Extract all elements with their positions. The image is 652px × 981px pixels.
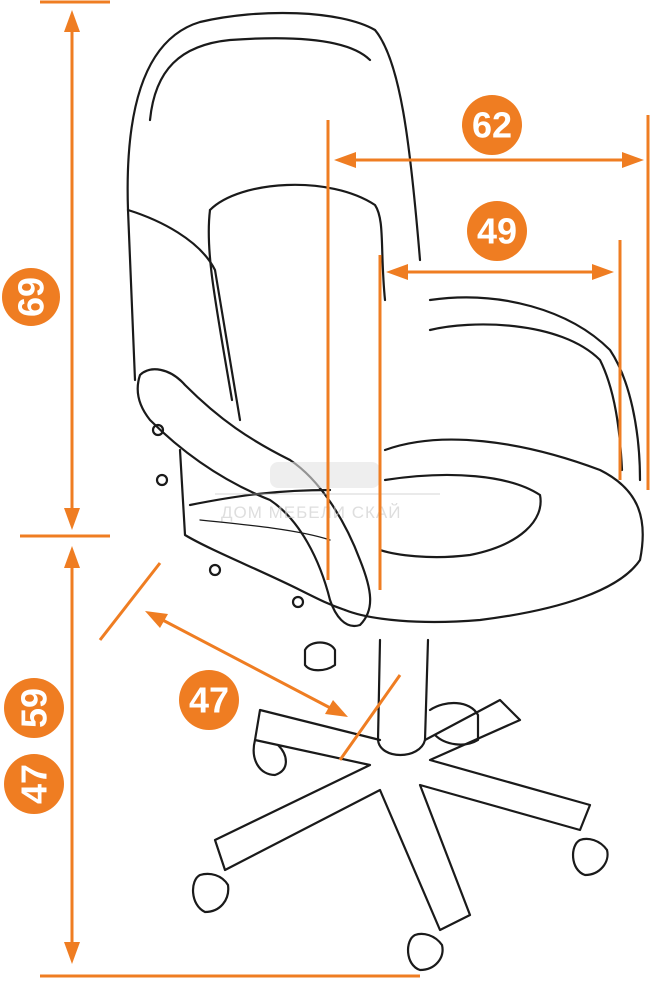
dimension-label-overall-width: 62	[462, 95, 522, 155]
dimension-label-seat-height-max: 59	[4, 678, 64, 738]
svg-text:49: 49	[477, 211, 517, 252]
dimension-label-seat-width: 49	[467, 201, 527, 261]
dimension-label-seat-depth: 47	[179, 670, 239, 730]
svg-text:47: 47	[14, 764, 55, 804]
watermark-text: ДОМ МЕБЕЛИ СКАЙ	[221, 503, 401, 522]
watermark-logo: ДОМ МЕБЕЛИ СКАЙ	[215, 462, 440, 522]
svg-text:47: 47	[189, 680, 229, 721]
dimension-lines	[20, 0, 650, 978]
dimension-label-back-height: 69	[2, 268, 60, 326]
svg-text:69: 69	[11, 277, 52, 317]
svg-text:59: 59	[14, 688, 55, 728]
dimension-label-seat-height-min: 47	[4, 754, 64, 814]
chair-illustration	[126, 11, 644, 972]
svg-text:62: 62	[472, 105, 512, 146]
